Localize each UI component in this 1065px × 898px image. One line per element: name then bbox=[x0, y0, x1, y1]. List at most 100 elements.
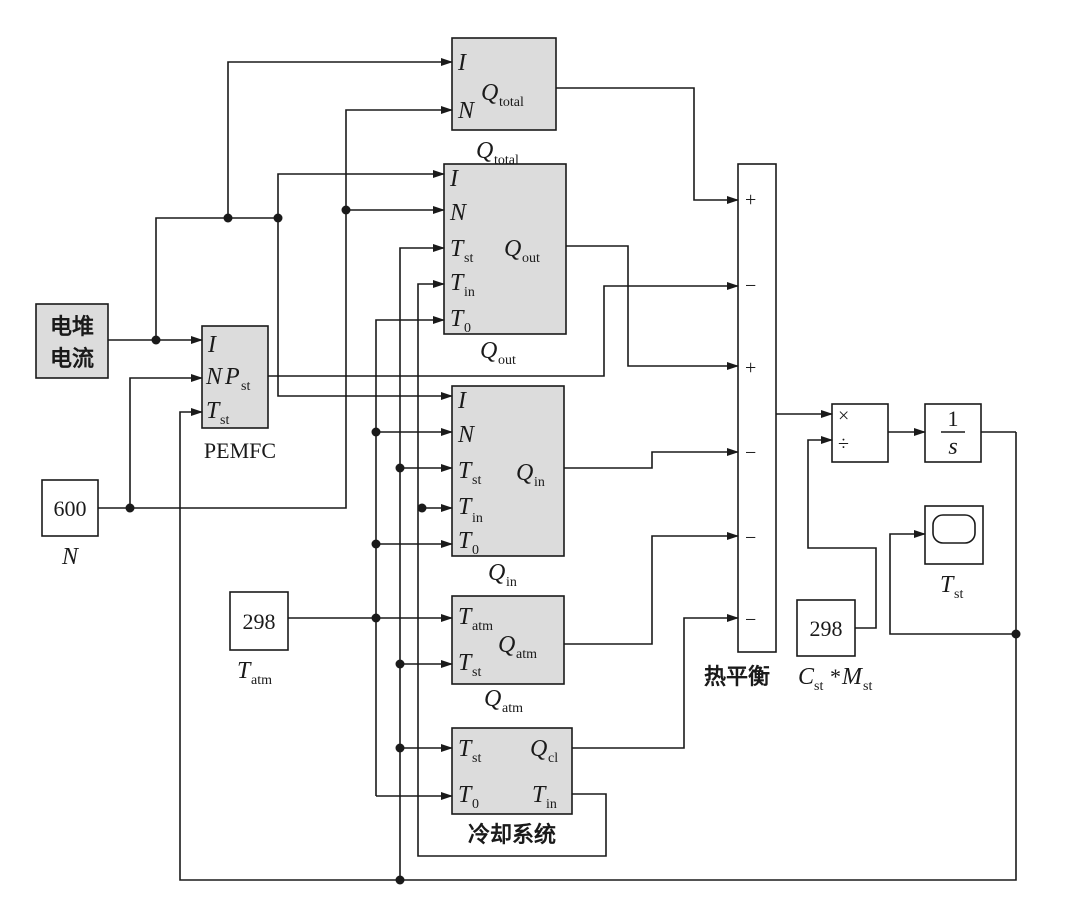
svg-text:T: T bbox=[458, 782, 473, 808]
svg-text:0: 0 bbox=[464, 321, 471, 336]
svg-text:N: N bbox=[457, 422, 476, 448]
heat-balance-label: 热平衡 bbox=[704, 664, 770, 690]
q-in-block[interactable]: I N T st T in T 0 Q in bbox=[451, 385, 565, 558]
svg-text:st: st bbox=[241, 379, 250, 394]
svg-text:s: s bbox=[948, 434, 957, 460]
svg-text:T: T bbox=[450, 236, 465, 262]
svg-text:out: out bbox=[522, 251, 540, 266]
svg-text:M: M bbox=[841, 664, 864, 690]
svg-text:Q: Q bbox=[530, 736, 547, 762]
svg-text:in: in bbox=[546, 797, 557, 812]
svg-text:st: st bbox=[472, 473, 481, 488]
svg-text:−: − bbox=[745, 609, 756, 631]
svg-text:T: T bbox=[458, 604, 473, 630]
svg-text:T: T bbox=[206, 398, 221, 424]
const-n-label: N bbox=[61, 544, 80, 570]
svg-text:−: − bbox=[745, 527, 756, 549]
svg-text:Q: Q bbox=[481, 80, 498, 106]
svg-text:1: 1 bbox=[948, 406, 959, 431]
svg-text:Q: Q bbox=[480, 338, 497, 364]
q-in-label: Q in bbox=[488, 560, 517, 590]
svg-text:N: N bbox=[449, 200, 468, 226]
svg-text:st: st bbox=[472, 665, 481, 680]
svg-text:C: C bbox=[798, 664, 815, 690]
svg-text:T: T bbox=[532, 782, 547, 808]
svg-text:I: I bbox=[449, 166, 459, 192]
junction-dots bbox=[125, 205, 1021, 885]
svg-text:N: N bbox=[205, 364, 224, 390]
svg-text:÷: ÷ bbox=[838, 433, 849, 455]
svg-text:out: out bbox=[498, 353, 516, 368]
svg-text:in: in bbox=[472, 511, 483, 526]
svg-text:电堆: 电堆 bbox=[50, 315, 94, 340]
svg-text:cl: cl bbox=[548, 751, 558, 766]
cooling-system-label: 冷却系统 bbox=[468, 822, 556, 848]
q-out-block[interactable]: I N T st T in T 0 Q out bbox=[443, 163, 567, 336]
svg-text:T: T bbox=[450, 306, 465, 332]
q-atm-label: Q atm bbox=[484, 686, 523, 716]
scope-block[interactable] bbox=[924, 505, 984, 565]
svg-text:atm: atm bbox=[516, 647, 537, 662]
svg-text:*: * bbox=[830, 664, 841, 689]
svg-text:T: T bbox=[458, 458, 473, 484]
q-atm-block[interactable]: T atm T st Q atm bbox=[451, 595, 565, 685]
svg-text:in: in bbox=[506, 575, 517, 590]
svg-text:in: in bbox=[464, 285, 475, 300]
svg-text:I: I bbox=[457, 50, 467, 76]
svg-text:0: 0 bbox=[472, 543, 479, 558]
stack-current-block[interactable]: 电堆 电流 bbox=[35, 303, 109, 379]
scope-label: T st bbox=[940, 572, 963, 602]
svg-text:atm: atm bbox=[472, 619, 493, 634]
product-block[interactable]: × ÷ bbox=[831, 403, 889, 463]
integrator-block[interactable]: 1 s bbox=[924, 403, 982, 463]
svg-text:Q: Q bbox=[504, 236, 521, 262]
svg-text:in: in bbox=[534, 475, 545, 490]
svg-text:T: T bbox=[940, 572, 955, 598]
svg-text:I: I bbox=[457, 388, 467, 414]
svg-text:298: 298 bbox=[243, 609, 276, 634]
svg-text:T: T bbox=[458, 736, 473, 762]
svg-text:Q: Q bbox=[498, 632, 515, 658]
cooling-system-block[interactable]: T st T 0 Q cl T in bbox=[451, 727, 573, 815]
svg-text:298: 298 bbox=[810, 616, 843, 641]
svg-text:+: + bbox=[745, 189, 756, 211]
pemfc-block[interactable]: I N P st T st bbox=[201, 325, 269, 429]
svg-text:atm: atm bbox=[251, 673, 272, 688]
heat-balance-sum-block[interactable]: + − + − − − bbox=[737, 163, 777, 653]
signal-wires bbox=[98, 58, 1017, 881]
const-tatm-block[interactable]: 298 bbox=[229, 591, 289, 651]
svg-text:I: I bbox=[207, 332, 217, 358]
svg-text:+: + bbox=[745, 357, 756, 379]
svg-text:−: − bbox=[745, 442, 756, 464]
svg-text:st: st bbox=[863, 679, 872, 694]
svg-text:T: T bbox=[458, 528, 473, 554]
pemfc-label: PEMFC bbox=[204, 438, 276, 463]
svg-text:T: T bbox=[458, 650, 473, 676]
scope-icon bbox=[932, 514, 976, 544]
svg-text:st: st bbox=[220, 413, 229, 428]
svg-text:Q: Q bbox=[476, 138, 493, 164]
const-tatm-label: T bbox=[237, 658, 252, 684]
svg-text:st: st bbox=[472, 751, 481, 766]
svg-text:−: − bbox=[745, 275, 756, 297]
svg-text:T: T bbox=[450, 270, 465, 296]
svg-text:T: T bbox=[458, 494, 473, 520]
svg-text:P: P bbox=[224, 364, 240, 390]
svg-text:Q: Q bbox=[488, 560, 505, 586]
svg-text:atm: atm bbox=[502, 701, 523, 716]
svg-text:st: st bbox=[954, 587, 963, 602]
svg-text:电流: 电流 bbox=[50, 346, 94, 372]
const-cm-block[interactable]: 298 bbox=[796, 599, 856, 657]
svg-text:total: total bbox=[499, 95, 524, 110]
svg-text:st: st bbox=[814, 679, 823, 694]
svg-text:Q: Q bbox=[484, 686, 501, 712]
const-n-block[interactable]: 600 bbox=[41, 479, 99, 537]
const-cm-label: C st * M st bbox=[798, 664, 872, 694]
svg-text:N: N bbox=[457, 98, 476, 124]
q-out-label: Q out bbox=[480, 338, 516, 368]
q-total-block[interactable]: I N Q total bbox=[451, 37, 557, 131]
svg-text:st: st bbox=[464, 251, 473, 266]
svg-text:Q: Q bbox=[516, 460, 533, 486]
